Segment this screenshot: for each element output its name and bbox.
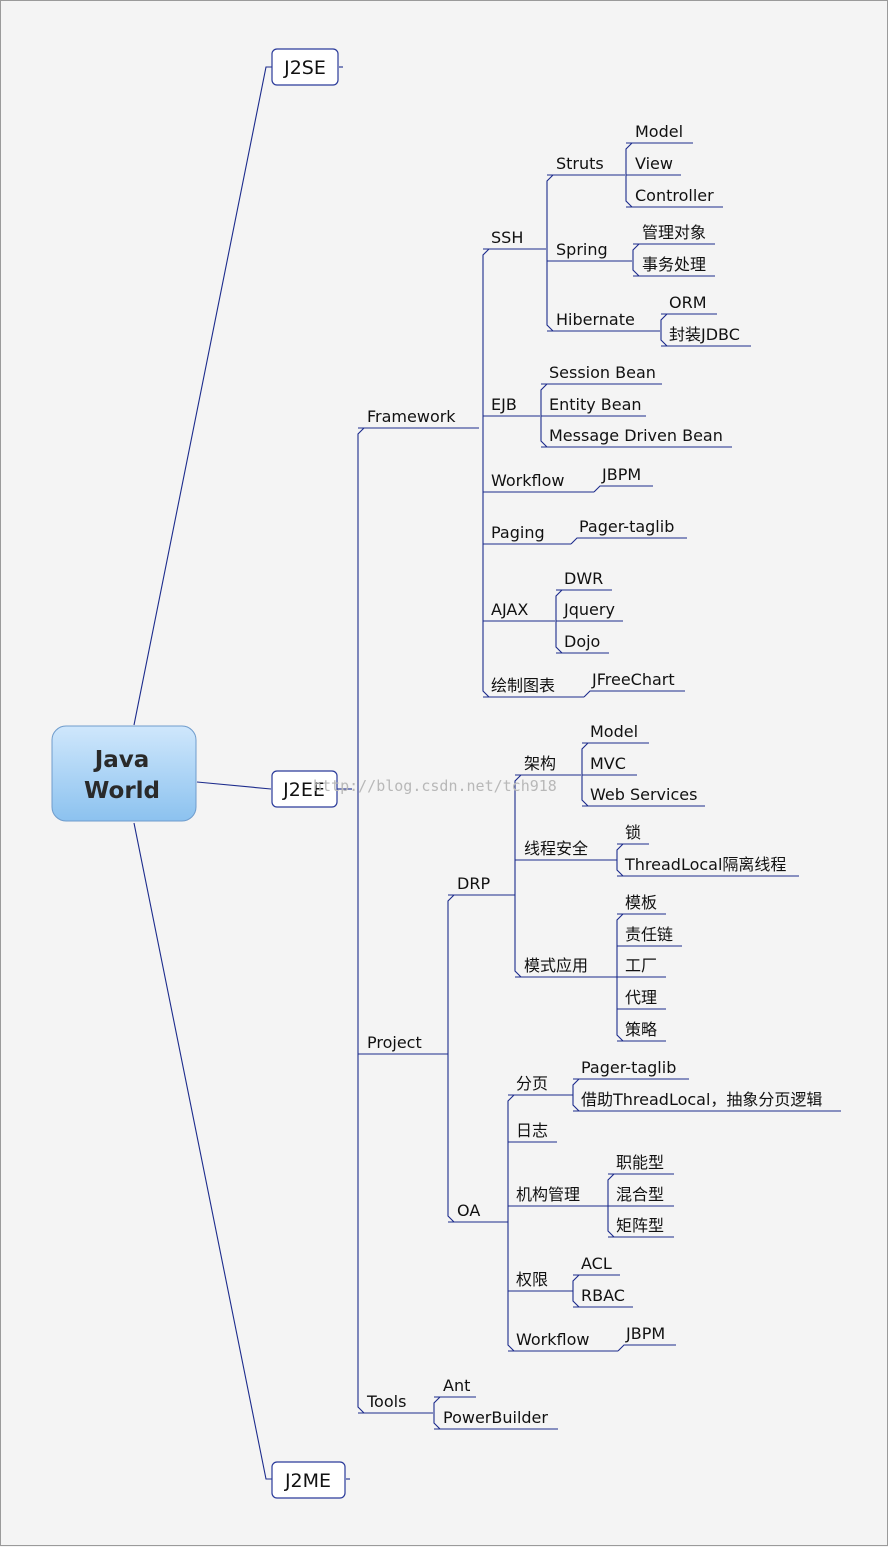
leaf-tools-powerbuilder[interactable]: PowerBuilder: [443, 1408, 548, 1427]
node-tools[interactable]: Tools: [366, 1392, 406, 1411]
leaf-spring-manage-objects[interactable]: 管理对象: [642, 223, 706, 242]
root-title-line1: Java: [93, 747, 150, 773]
node-oa-workflow[interactable]: Workflow: [516, 1330, 589, 1349]
leaf-pattern-template[interactable]: 模板: [625, 893, 657, 912]
leaf-spring-transactions[interactable]: 事务处理: [642, 255, 706, 274]
leaf-paging-pager-taglib[interactable]: Pager-taglib: [579, 517, 674, 536]
leaf-arch-mvc[interactable]: MVC: [590, 754, 626, 773]
node-framework[interactable]: Framework: [367, 407, 456, 426]
leaf-ajax-jquery[interactable]: Jquery: [563, 600, 615, 619]
node-drp[interactable]: DRP: [457, 874, 490, 893]
leaf-charting-jfreechart[interactable]: JFreeChart: [591, 670, 675, 689]
node-hibernate[interactable]: Hibernate: [556, 310, 635, 329]
node-j2ee[interactable]: J2EE: [271, 770, 338, 808]
leaf-oa-threadlocal-paging[interactable]: 借助ThreadLocal，抽象分页逻辑: [581, 1090, 822, 1109]
leaf-ajax-dojo[interactable]: Dojo: [564, 632, 600, 651]
leaf-pattern-chain[interactable]: 责任链: [625, 925, 673, 944]
node-labels: Framework SSH Struts Model View Controll…: [366, 122, 822, 1427]
node-j2me-label: J2ME: [284, 1470, 331, 1492]
node-oa-org[interactable]: 机构管理: [516, 1185, 580, 1204]
watermark-text: http://blog.csdn.net/tch918: [313, 777, 557, 795]
node-charting[interactable]: 绘制图表: [491, 676, 555, 695]
leaf-org-functional[interactable]: 职能型: [616, 1153, 664, 1172]
leaf-ajax-dwr[interactable]: DWR: [564, 569, 603, 588]
node-patterns[interactable]: 模式应用: [524, 956, 588, 975]
leaf-thread-threadlocal[interactable]: ThreadLocal隔离线程: [624, 855, 786, 874]
root-title-line2: World: [84, 778, 160, 804]
root-node[interactable]: Java World: [51, 725, 197, 822]
node-thread-safety[interactable]: 线程安全: [524, 839, 588, 858]
leaf-struts-controller[interactable]: Controller: [635, 186, 714, 205]
leaf-oa-workflow-jbpm[interactable]: JBPM: [625, 1324, 665, 1343]
node-oa-log[interactable]: 日志: [516, 1121, 548, 1140]
leaf-perm-acl[interactable]: ACL: [581, 1254, 612, 1273]
node-j2se-label: J2SE: [283, 57, 326, 79]
node-j2se[interactable]: J2SE: [271, 48, 339, 86]
leaf-tools-ant[interactable]: Ant: [443, 1376, 470, 1395]
leaf-pattern-factory[interactable]: 工厂: [625, 956, 657, 975]
node-workflow[interactable]: Workflow: [491, 471, 564, 490]
node-project[interactable]: Project: [367, 1033, 422, 1052]
leaf-org-hybrid[interactable]: 混合型: [616, 1185, 664, 1204]
leaf-ejb-session-bean[interactable]: Session Bean: [549, 363, 656, 382]
leaf-perm-rbac[interactable]: RBAC: [581, 1286, 625, 1305]
leaf-pattern-strategy[interactable]: 策略: [625, 1020, 657, 1039]
leaf-arch-web-services[interactable]: Web Services: [590, 785, 697, 804]
leaf-thread-lock[interactable]: 锁: [625, 823, 641, 842]
leaf-hibernate-jdbc[interactable]: 封装JDBC: [669, 325, 740, 344]
node-oa-paging[interactable]: 分页: [516, 1074, 548, 1093]
leaf-ejb-message-driven-bean[interactable]: Message Driven Bean: [549, 426, 723, 445]
node-architecture[interactable]: 架构: [524, 754, 556, 773]
node-ejb[interactable]: EJB: [491, 395, 517, 414]
node-spring[interactable]: Spring: [556, 240, 608, 259]
node-ssh[interactable]: SSH: [491, 228, 523, 247]
leaf-workflow-jbpm[interactable]: JBPM: [601, 465, 641, 484]
connector-lines: [133, 66, 841, 1480]
leaf-pattern-proxy[interactable]: 代理: [625, 988, 657, 1007]
leaf-arch-model[interactable]: Model: [590, 722, 638, 741]
node-ajax[interactable]: AJAX: [491, 600, 528, 619]
node-paging[interactable]: Paging: [491, 523, 545, 542]
node-oa-perm[interactable]: 权限: [516, 1270, 548, 1289]
node-oa[interactable]: OA: [457, 1201, 480, 1220]
node-struts[interactable]: Struts: [556, 154, 604, 173]
leaf-hibernate-orm[interactable]: ORM: [669, 293, 707, 312]
node-j2me[interactable]: J2ME: [271, 1461, 346, 1499]
leaf-oa-pager-taglib[interactable]: Pager-taglib: [581, 1058, 676, 1077]
leaf-org-matrix[interactable]: 矩阵型: [616, 1216, 664, 1235]
node-j2ee-label: J2EE: [282, 779, 325, 801]
leaf-ejb-entity-bean[interactable]: Entity Bean: [549, 395, 642, 414]
leaf-struts-model[interactable]: Model: [635, 122, 683, 141]
leaf-struts-view[interactable]: View: [635, 154, 673, 173]
